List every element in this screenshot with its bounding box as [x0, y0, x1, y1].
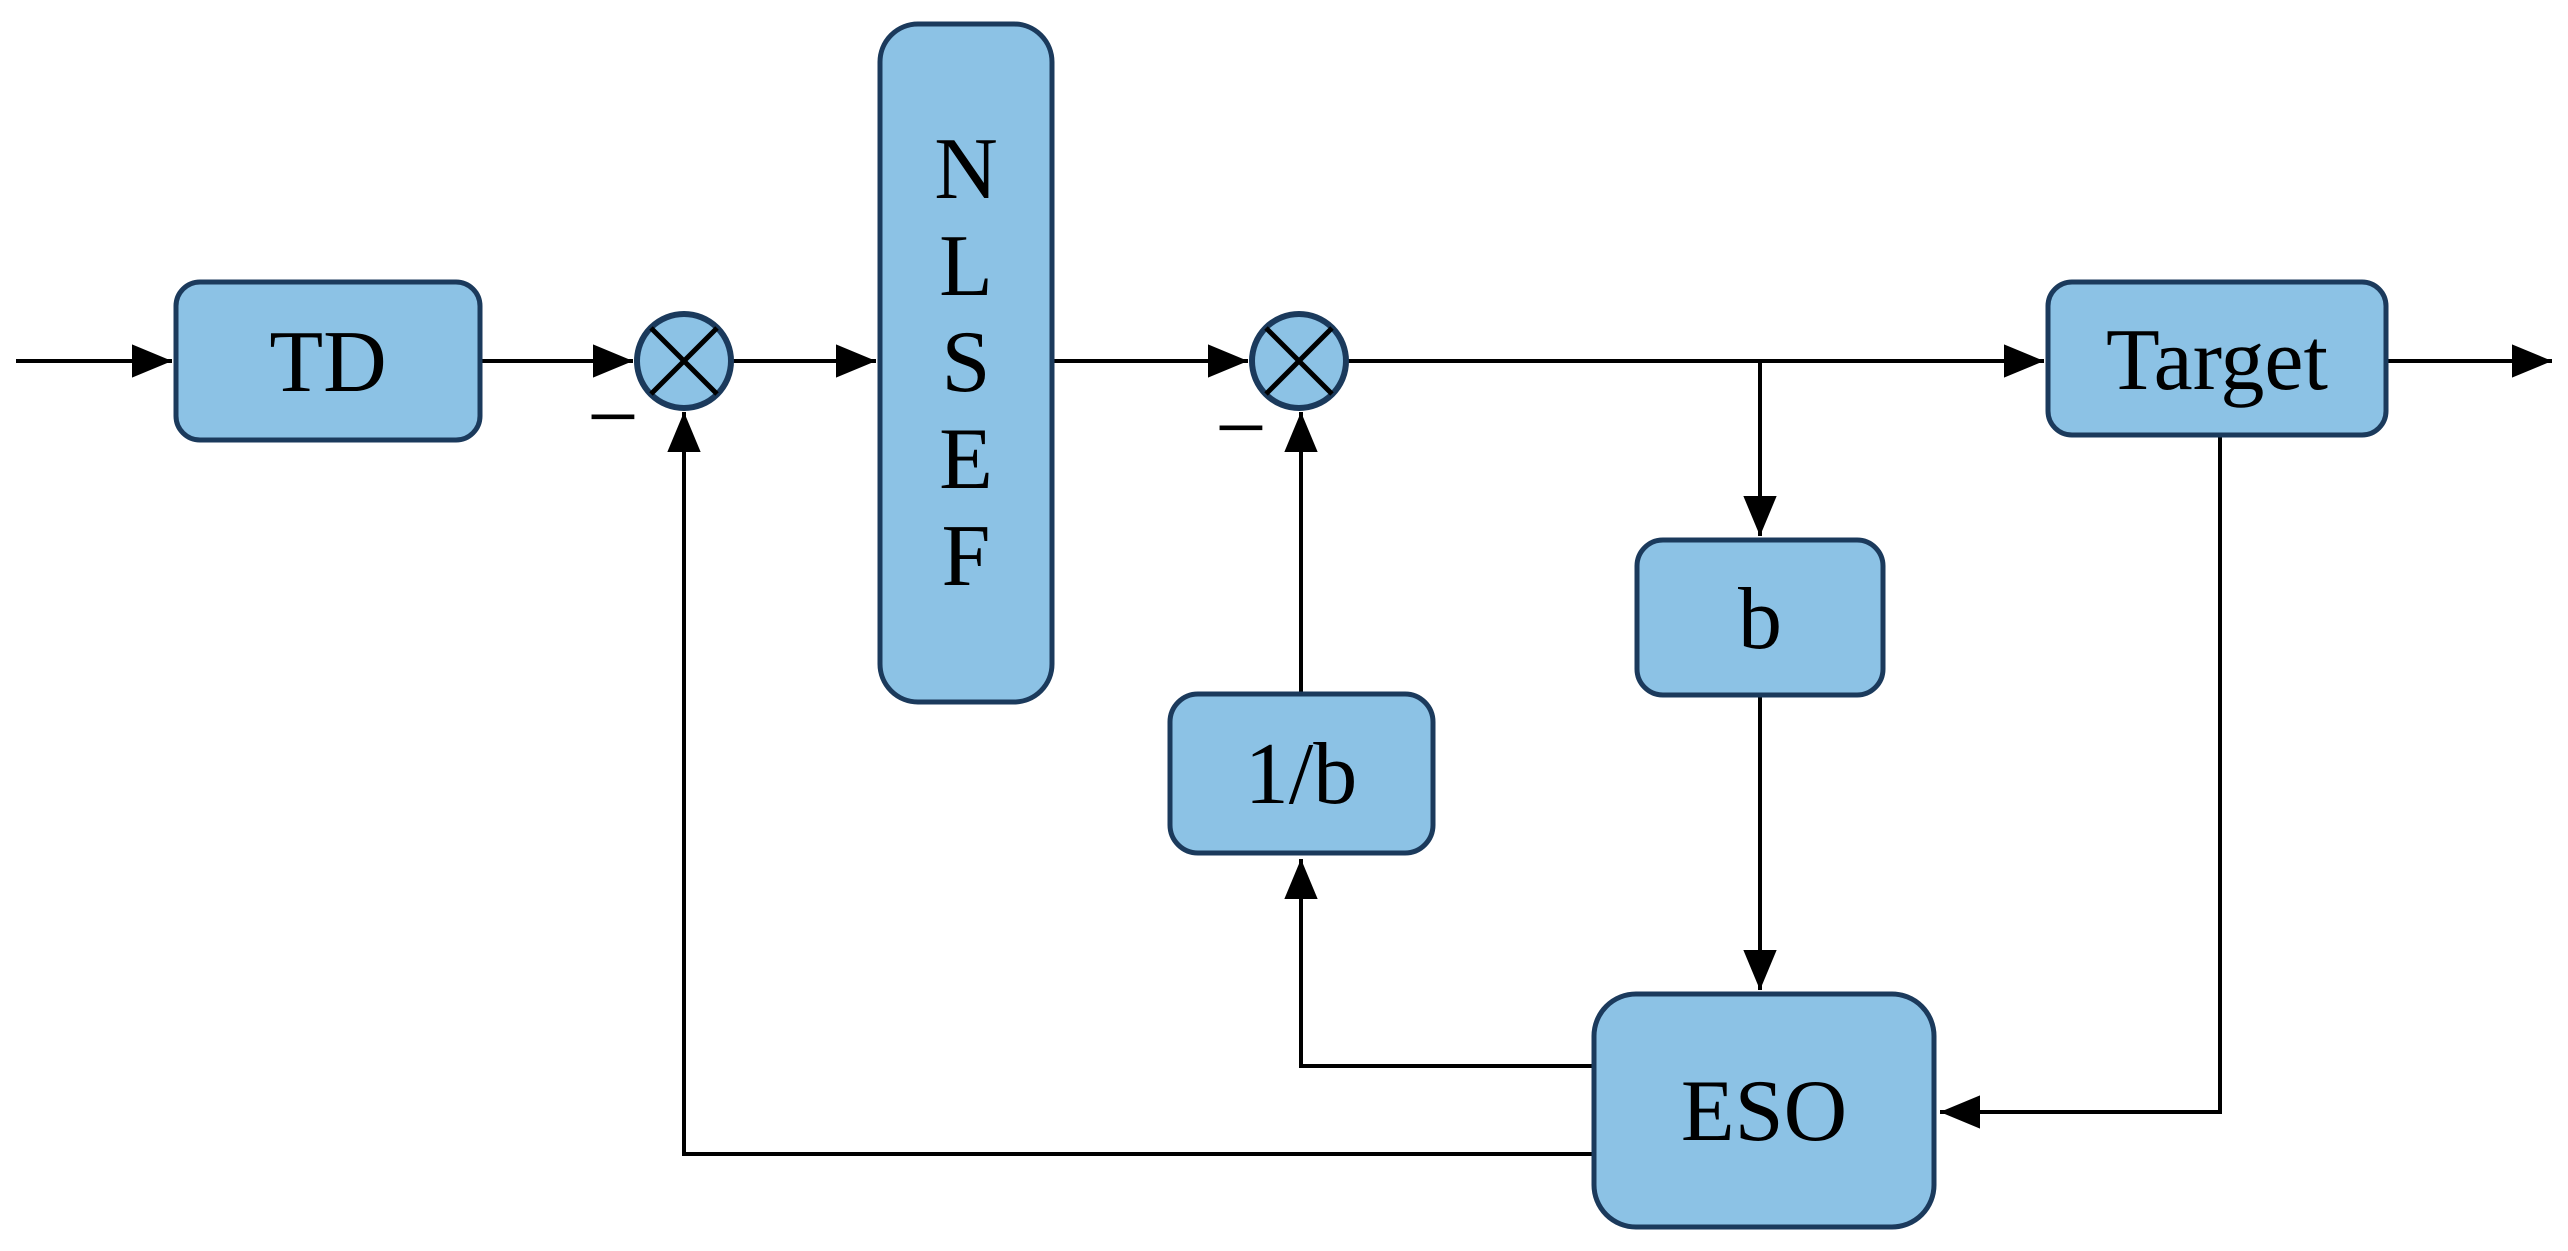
- eso-to-invb-arrow: [1284, 859, 1594, 1068]
- td-label: TD: [269, 314, 386, 411]
- sum1-cross-line-2: [649, 326, 719, 396]
- target-box: [2045, 279, 2389, 438]
- nlsef-letter-e: E: [939, 411, 993, 508]
- gain-inv-b-block: 1/b: [1167, 691, 1436, 856]
- td-box: [173, 279, 483, 443]
- eso-to-sum1-feedback-arrow: [667, 412, 1594, 1156]
- nlsef-letter-f: F: [942, 508, 991, 605]
- wires: [16, 344, 2552, 1156]
- gain-b-block: b: [1634, 537, 1886, 698]
- sum-junction-2: −: [1215, 311, 1349, 478]
- target-label: Target: [2106, 312, 2328, 409]
- td-block: TD: [173, 279, 483, 443]
- sum1-minus-sign: −: [587, 365, 639, 467]
- nlsef-box: [877, 21, 1055, 705]
- eso-block: ESO: [1591, 991, 1937, 1230]
- target-to-eso-feedback-arrow: [1940, 435, 2222, 1129]
- gain-inv-b-label: 1/b: [1245, 726, 1357, 823]
- sum-junction-1: −: [587, 311, 734, 467]
- gain-inv-b-box: [1167, 691, 1436, 856]
- sum2-cross-line-2: [1264, 326, 1334, 396]
- eso-box: [1591, 991, 1937, 1230]
- nlsef-letter-n: N: [934, 121, 998, 218]
- target-block: Target: [2045, 279, 2389, 438]
- gain-b-box: [1634, 537, 1886, 698]
- nlsef-letter-s: S: [942, 314, 991, 411]
- eso-label: ESO: [1681, 1063, 1847, 1160]
- nlsef-letter-l: L: [939, 218, 993, 315]
- gain-b-label: b: [1738, 571, 1782, 668]
- nlsef-block: N L S E F: [877, 21, 1055, 705]
- sum2-minus-sign: −: [1215, 376, 1267, 478]
